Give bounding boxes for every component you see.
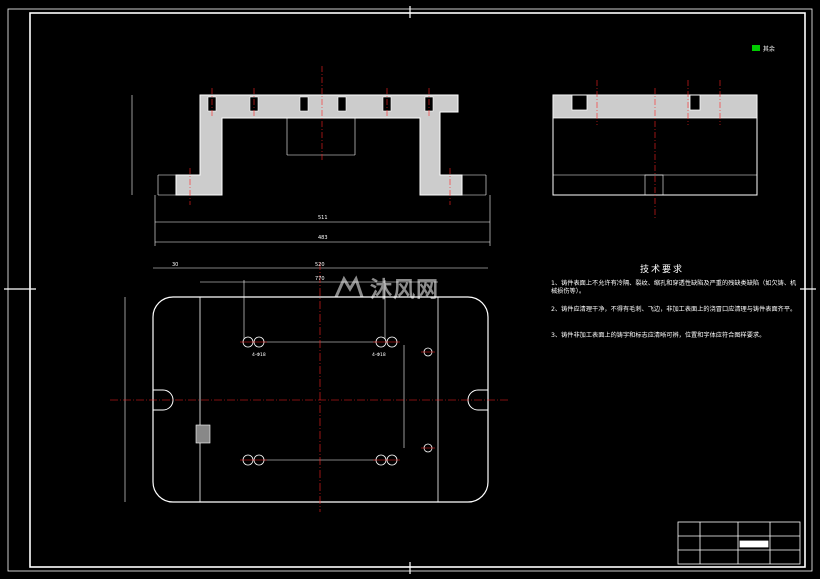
roughness-label: 其余 [762, 46, 775, 53]
front-dim-inner: 511 [318, 215, 328, 221]
plan-dim-sub: 770 [315, 276, 325, 282]
plan-dim-left: 30 [172, 262, 178, 268]
tech-requirement-1: 1、铸件表面上不允许有冷隔、裂纹、缩孔和穿透性缺陷及严重的残缺类缺陷（如欠铸、机… [551, 280, 797, 295]
watermark-logo-icon [334, 275, 364, 298]
plan-dim-top: 520 [315, 262, 325, 268]
hole-label-b: 4-Φ18 [372, 352, 386, 358]
tech-requirements-title: 技术要求 [640, 265, 685, 275]
front-dim-outer: 483 [318, 235, 328, 241]
watermark-text: 沐风网 [370, 278, 440, 303]
plan-view: 520 770 30 4-Φ18 4-Φ18 [110, 262, 510, 512]
title-block [677, 521, 801, 565]
watermark: 沐风网 [334, 270, 494, 306]
tech-requirement-2: 2、铸件应清理干净，不得有毛刺、飞边，非加工表面上的浇冒口应清理与铸件表面齐平。 [551, 306, 797, 313]
tech-requirement-3: 3、铸件非加工表面上的铸字和标志应清晰可辨，位置和字体应符合图样要求。 [551, 332, 766, 339]
center-marks [4, 6, 816, 574]
hole-label-a: 4-Φ18 [252, 352, 266, 358]
side-view [552, 80, 758, 220]
front-section-view: 511 483 [131, 66, 491, 246]
roughness-note: 其余 [752, 44, 775, 53]
roughness-icon [752, 45, 760, 51]
inner-frame [29, 12, 806, 568]
